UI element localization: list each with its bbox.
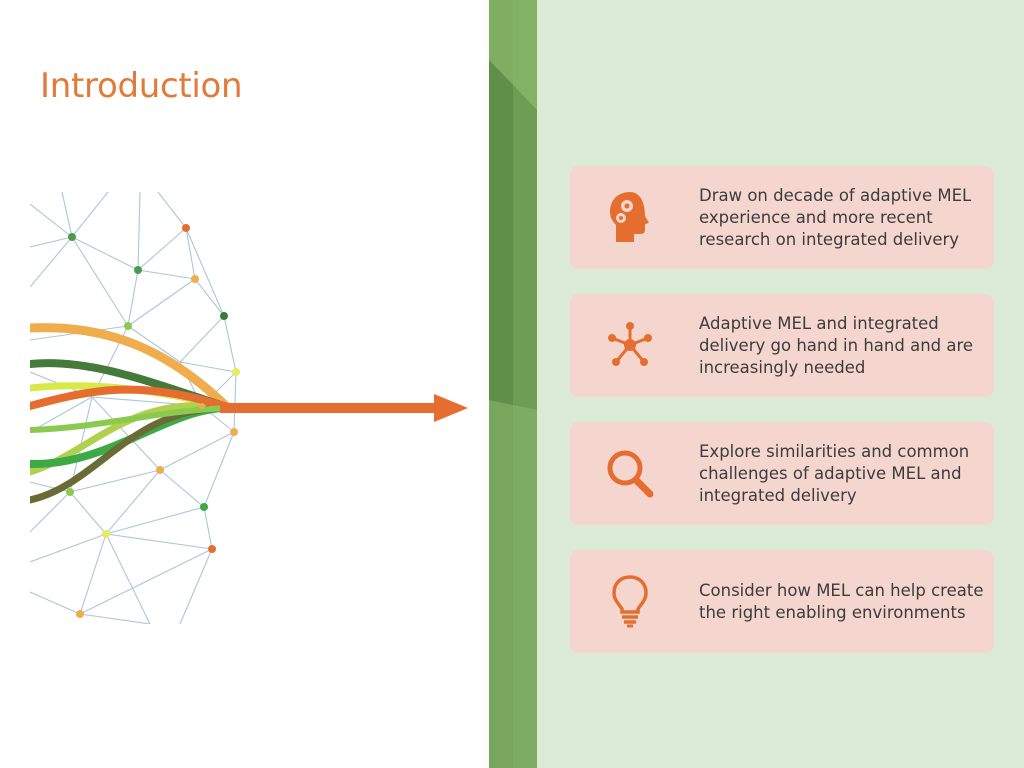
lightbulb-icon [612,575,648,628]
network-converging-arrow-illustration [30,192,468,624]
card-text: Draw on decade of adaptive MEL experienc… [699,185,972,249]
network-hub-icon [608,322,652,366]
green-divider-band [489,0,537,768]
card-explore-similarities: Explore similarities and common challeng… [570,422,994,525]
card-hand-in-hand: Adaptive MEL and integrated delivery go … [570,294,994,397]
slide-title: Introduction [40,66,243,106]
card-text: Consider how MEL can help create the rig… [699,580,984,622]
card-enabling-environments: Consider how MEL can help create the rig… [570,550,994,653]
head-gears-icon [610,192,649,242]
card-text: Explore similarities and common challeng… [699,441,970,505]
magnifier-icon [607,450,654,498]
card-adaptive-mel-experience: Draw on decade of adaptive MEL experienc… [570,166,994,269]
card-text: Adaptive MEL and integrated delivery go … [699,313,974,377]
